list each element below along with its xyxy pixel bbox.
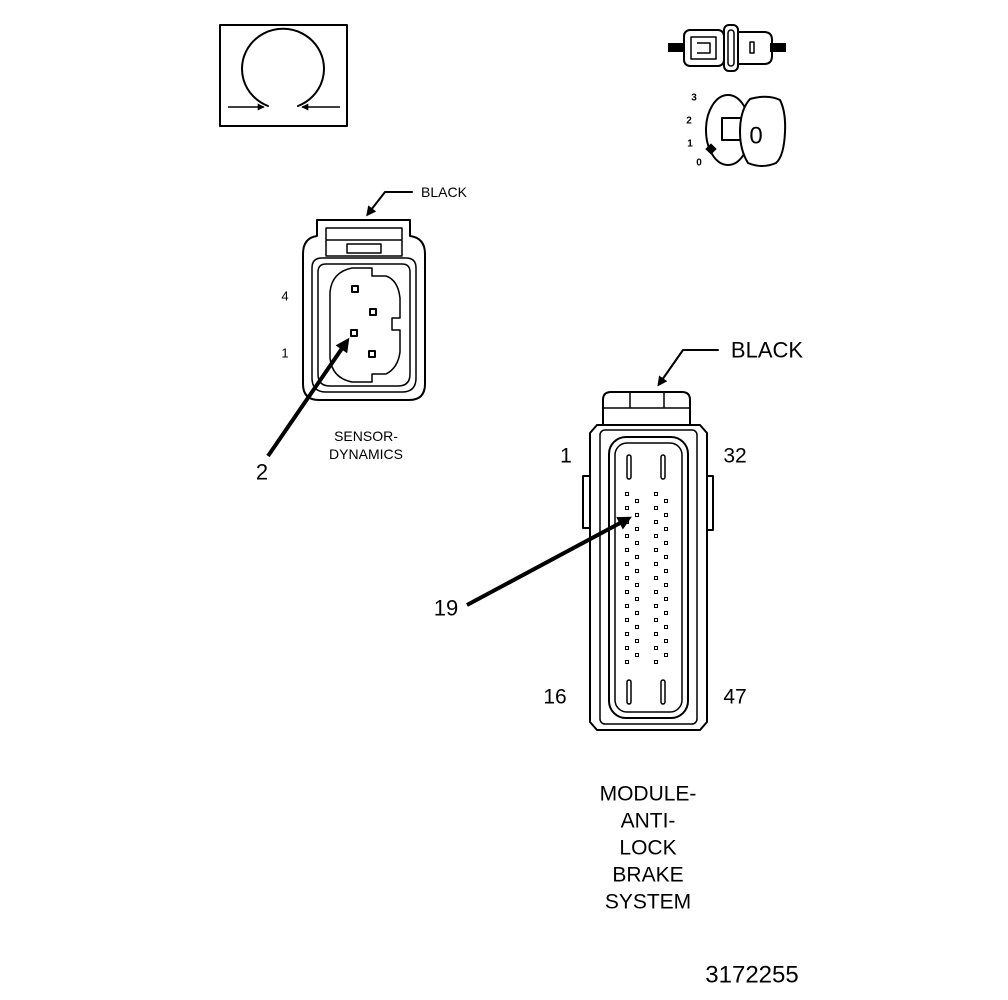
connector-pin (654, 506, 658, 510)
connector-pin (625, 618, 629, 622)
sensor-pin (368, 350, 376, 358)
sensor-name-line-1: SENSOR- (334, 428, 398, 444)
sensor-pin (351, 285, 359, 293)
sensor-color-label: BLACK (421, 184, 468, 200)
connector-pin (654, 576, 658, 580)
abs-module-connector (582, 391, 714, 731)
connector-pin (664, 499, 668, 503)
connector-pin (664, 611, 668, 615)
abs-pin-label-bottom-right: 47 (723, 686, 746, 709)
connector-pin (635, 513, 639, 517)
sensor-name-line-2: DYNAMICS (329, 446, 403, 462)
connector-pin (664, 653, 668, 657)
connector-pin (635, 625, 639, 629)
abs-name-line-2: ANTI- (621, 810, 676, 833)
connector-pin (654, 618, 658, 622)
figure-id: 3172255 (705, 962, 798, 989)
pin-array (625, 492, 668, 664)
connector-pin (635, 527, 639, 531)
abs-callout-arrow (466, 516, 632, 607)
abs-pin-label-top-left: 1 (560, 445, 572, 468)
connector-pin (664, 569, 668, 573)
abs-module-name: MODULE- ANTI- LOCK BRAKE SYSTEM (600, 783, 697, 914)
connector-pin (635, 555, 639, 559)
connector-pin (635, 653, 639, 657)
ignition-key-label: 0 (749, 123, 762, 150)
connector-pin (664, 639, 668, 643)
connector-slot (626, 454, 632, 480)
connector-pin (664, 583, 668, 587)
connector-pin (664, 513, 668, 517)
connector-slot (660, 454, 666, 480)
connector-pin (654, 604, 658, 608)
connector-pin (654, 632, 658, 636)
abs-pin-label-top-right: 32 (723, 445, 746, 468)
terminal-view-symbol-icon (219, 24, 348, 127)
sensor-dynamics-connector (302, 219, 426, 401)
connector-pin (635, 639, 639, 643)
connector-pin (654, 646, 658, 650)
sensor-pin-label-top: 4 (281, 289, 288, 304)
connector-pin (654, 660, 658, 664)
connector-slot (660, 679, 666, 705)
abs-color-label: BLACK (731, 338, 803, 363)
connector-pin (635, 499, 639, 503)
ignition-position-3: 3 (691, 93, 697, 104)
connector-pin (635, 611, 639, 615)
abs-name-line-4: BRAKE (612, 864, 683, 887)
sensor-pin-label-bottom: 1 (281, 346, 288, 361)
connector-pin (664, 597, 668, 601)
sensor-callout-arrow (266, 337, 350, 458)
connector-pin (625, 590, 629, 594)
abs-name-line-3: LOCK (619, 837, 676, 860)
abs-color-leader (657, 349, 719, 387)
connector-pin (654, 492, 658, 496)
connector-pin (654, 590, 658, 594)
abs-name-line-5: SYSTEM (605, 891, 691, 914)
abs-name-line-1: MODULE- (600, 783, 697, 806)
connector-pin (625, 632, 629, 636)
connector-pin (635, 597, 639, 601)
connector-pin (635, 541, 639, 545)
connector-pin (664, 555, 668, 559)
sensor-callout-number: 2 (256, 460, 268, 485)
connector-pin (625, 534, 629, 538)
connector-plug-icon (668, 24, 786, 72)
connector-pin (625, 576, 629, 580)
sensor-color-leader (366, 191, 413, 217)
connector-pin (625, 562, 629, 566)
connector-pin (625, 604, 629, 608)
abs-callout-number: 19 (434, 596, 458, 621)
ignition-key-icon: 0 3 2 1 0 (686, 93, 787, 169)
connector-pin (664, 541, 668, 545)
ignition-position-0: 0 (696, 158, 702, 169)
connector-pin (654, 520, 658, 524)
connector-pin (654, 534, 658, 538)
connector-pin (625, 646, 629, 650)
ignition-position-2: 2 (686, 116, 692, 127)
connector-pin (625, 660, 629, 664)
connector-pin (664, 625, 668, 629)
connector-pin (635, 569, 639, 573)
connector-pin (654, 562, 658, 566)
connector-pin (664, 527, 668, 531)
abs-pin-label-bottom-left: 16 (543, 686, 566, 709)
connector-pin (625, 506, 629, 510)
sensor-pin (350, 329, 358, 337)
ignition-position-1: 1 (687, 139, 693, 150)
connector-pin (625, 492, 629, 496)
sensor-pin (369, 308, 377, 316)
connector-slot (626, 679, 632, 705)
connector-pin (625, 548, 629, 552)
connector-pin (654, 548, 658, 552)
connector-pin (635, 583, 639, 587)
